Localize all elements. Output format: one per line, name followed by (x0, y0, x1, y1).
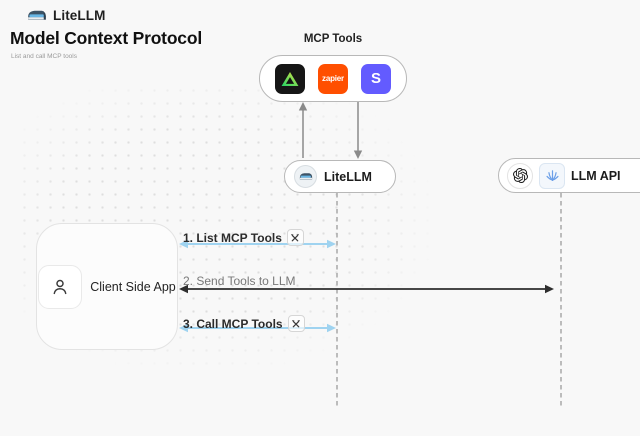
client-side-app-node: Client Side App (36, 223, 178, 350)
tools-icon (287, 315, 305, 332)
message-3-label-row: 3. Call MCP Tools (183, 315, 305, 332)
message-3-label: 3. Call MCP Tools (183, 316, 283, 331)
litellm-badge-icon (294, 165, 317, 188)
blue-provider-icon (539, 162, 565, 189)
client-side-app-label: Client Side App (90, 279, 176, 294)
brand-name: LiteLLM (53, 8, 106, 23)
litellm-node: LiteLLM (284, 160, 396, 193)
message-1-label: 1. List MCP Tools (183, 230, 282, 245)
llm-api-node: LLM API (498, 158, 640, 193)
message-2-label: 2. Send Tools to LLM (183, 274, 296, 288)
openai-icon (507, 162, 533, 189)
person-icon (38, 264, 83, 309)
s-tool-icon: S (361, 63, 391, 94)
brand-header: LiteLLM (27, 8, 105, 23)
llm-api-node-label: LLM API (571, 168, 621, 183)
s-tool-label: S (370, 70, 381, 87)
page-title: Model Context Protocol (10, 28, 202, 48)
message-2-label-row: 2. Send Tools to LLM (183, 274, 296, 288)
litellm-train-icon (27, 9, 47, 22)
mcp-tools-container: zapier S (259, 55, 407, 102)
zapier-label: zapier (322, 74, 344, 83)
message-2-right-arrowhead (545, 284, 554, 294)
tools-icon (286, 229, 304, 246)
litellm-node-label: LiteLLM (324, 169, 372, 184)
green-triangle-tool-icon (275, 63, 305, 94)
zapier-icon: zapier (318, 63, 348, 94)
mcp-tools-label: MCP Tools (303, 33, 363, 45)
message-1-label-row: 1. List MCP Tools (183, 229, 304, 246)
page-subtitle: List and call MCP tools (11, 53, 77, 60)
